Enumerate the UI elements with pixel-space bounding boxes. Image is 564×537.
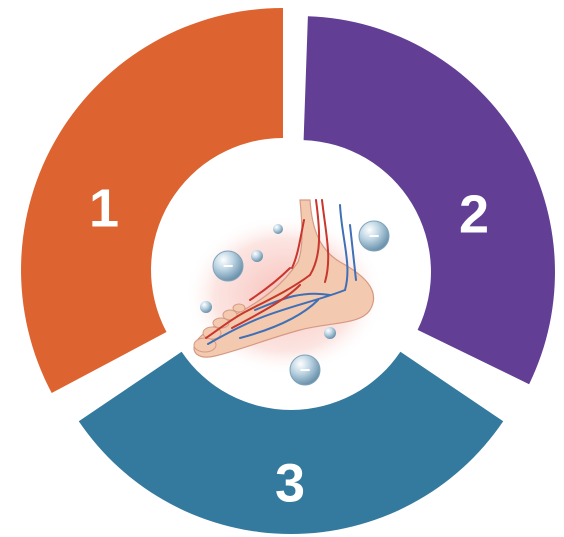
bubble-minus-icon: −: [289, 354, 321, 386]
small-bubble: [251, 250, 263, 262]
bubble-minus-icon: −: [212, 250, 244, 282]
bubble-minus-icons: − − −: [200, 220, 390, 386]
bubble-minus-icon: −: [358, 220, 390, 252]
svg-text:−: −: [369, 226, 380, 246]
foot-circulation-illustration: − − −: [185, 199, 390, 386]
svg-text:−: −: [300, 360, 311, 380]
segment-3: [78, 351, 504, 534]
segment-2: [303, 16, 555, 385]
small-bubble: [324, 327, 336, 339]
segment-3-label: 3: [275, 453, 305, 513]
small-bubble: [273, 224, 283, 234]
small-bubble: [200, 301, 212, 313]
segment-1: [21, 8, 283, 393]
segment-2-label: 2: [459, 184, 489, 244]
svg-text:−: −: [223, 256, 234, 276]
foot-shape: [193, 199, 375, 358]
segment-1-label: 1: [89, 178, 119, 238]
